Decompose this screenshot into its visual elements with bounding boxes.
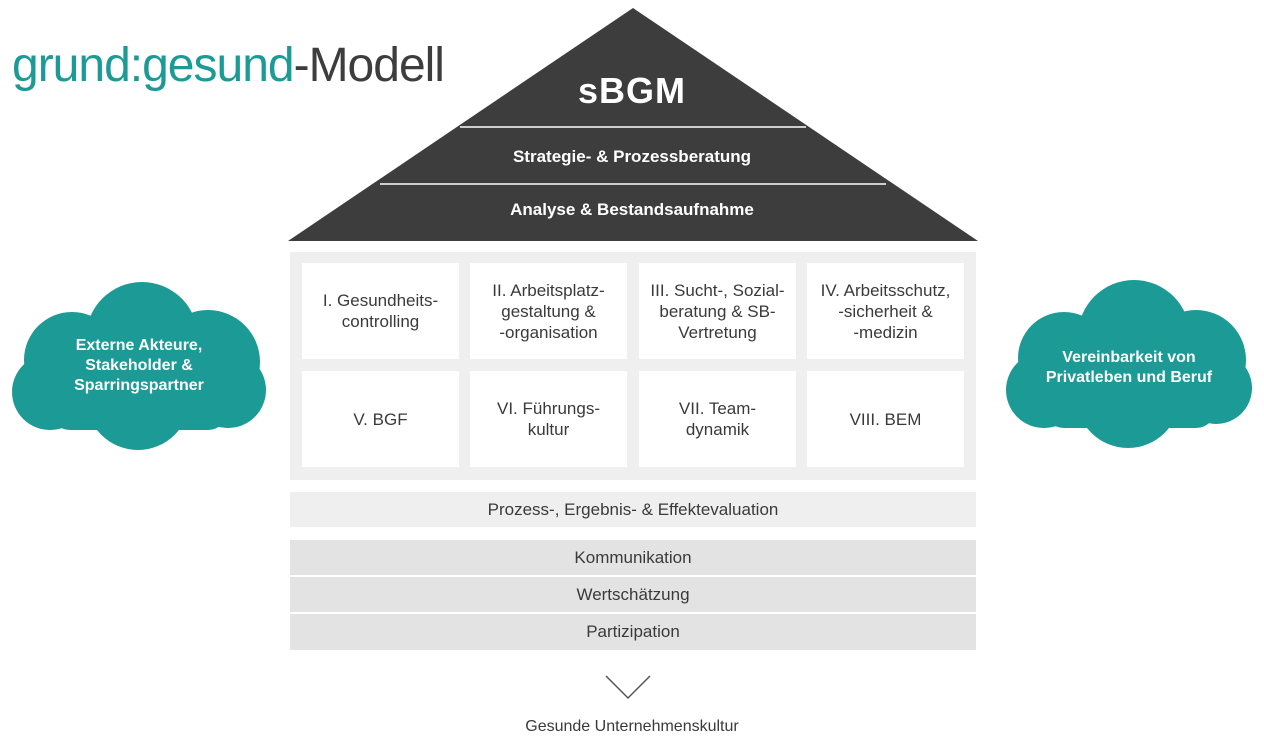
pillar-cell: VII. Team- dynamik — [639, 371, 796, 467]
cloud-right-text: Vereinbarkeit von Privatleben und Beruf — [1045, 349, 1213, 386]
culture-footer: Gesunde Unternehmenskultur — [525, 718, 739, 735]
cloud-left-text: Externe Akteure, Stakeholder & Sparrings… — [74, 337, 204, 394]
pillar-cell: III. Sucht-, Sozial- beratung & SB- Vert… — [639, 263, 796, 359]
foundation-communication: Kommunikation — [290, 540, 976, 575]
pillar-cell: IV. Arbeitsschutz, -sicherheit & -medizi… — [807, 263, 964, 359]
pillar-cell: VIII. BEM — [807, 371, 964, 467]
logo-part-model: -Modell — [293, 39, 445, 92]
foundation-appreciation: Wertschätzung — [290, 577, 976, 612]
evaluation-bar: Prozess-, Ergebnis- & Effektevaluation — [290, 492, 976, 527]
pillar-cell: VI. Führungs- kultur — [470, 371, 627, 467]
logo-part-brand: grund:gesund — [12, 39, 295, 92]
cloud-right-shape — [1006, 280, 1252, 448]
pillar-cell: II. Arbeitsplatz- gestaltung & -organisa… — [470, 263, 627, 359]
foundation-participation: Partizipation — [290, 614, 976, 650]
chevron-down-icon — [605, 675, 651, 700]
roof-title: sBGM — [577, 70, 686, 111]
pillars-grid: I. Gesundheits- controlling II. Arbeitsp… — [290, 252, 976, 480]
roof-triangle — [288, 8, 978, 241]
pillar-cell: V. BGF — [302, 371, 459, 467]
pillar-cell: I. Gesundheits- controlling — [302, 263, 459, 359]
roof-line-strategy: Strategie- & Prozessberatung — [512, 147, 752, 166]
model-logo: grund:gesund-Modell — [12, 38, 445, 94]
roof-line-analysis: Analyse & Bestandsaufnahme — [510, 200, 754, 219]
cloud-left-shape — [12, 282, 266, 450]
